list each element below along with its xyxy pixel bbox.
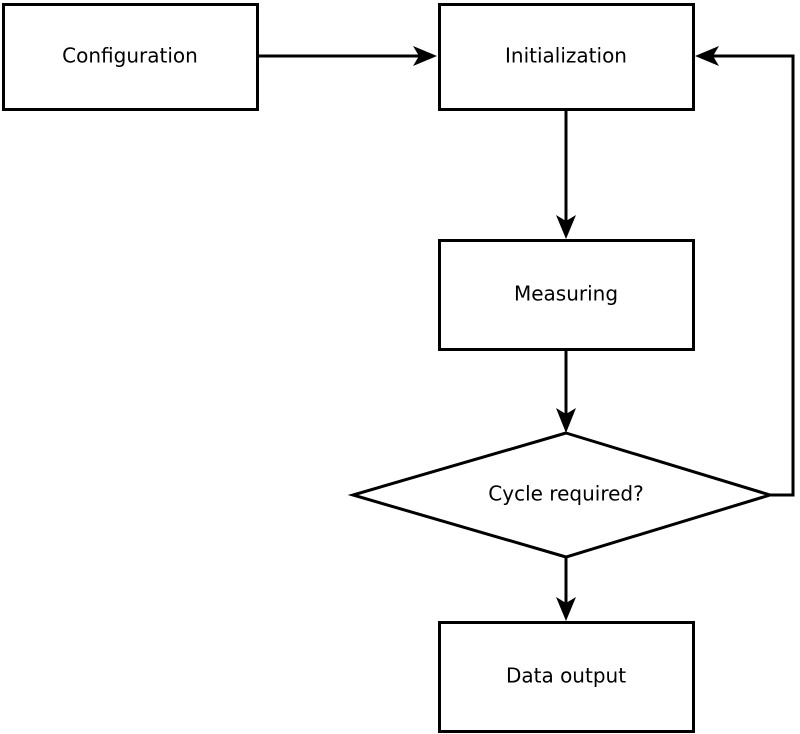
node-measuring[interactable]: Measuring bbox=[438, 239, 695, 351]
node-measuring-shape[interactable] bbox=[438, 239, 695, 351]
node-initialization[interactable]: Initialization bbox=[438, 3, 695, 111]
node-configuration-shape[interactable] bbox=[2, 3, 259, 111]
node-configuration-label: Configuration bbox=[62, 44, 198, 68]
arrowhead-into-data-output-top bbox=[556, 597, 576, 621]
arrowhead-into-initialization-right bbox=[695, 46, 719, 66]
node-configuration[interactable]: Configuration bbox=[2, 3, 259, 111]
node-initialization-shape[interactable] bbox=[438, 3, 695, 111]
node-data-output-shape[interactable] bbox=[438, 621, 695, 733]
node-cycle-required-shape[interactable] bbox=[347, 431, 776, 559]
node-data-output[interactable]: Data output bbox=[438, 621, 695, 733]
node-data-output-label: Data output bbox=[506, 664, 626, 688]
edge-configuration-to-initialization bbox=[258, 46, 437, 66]
edge-initialization-to-measuring bbox=[556, 110, 576, 239]
edge-cycle-required-to-initialization bbox=[695, 46, 795, 497]
edge-line-feedback-loop bbox=[705, 54, 795, 497]
edge-measuring-to-cycle-required bbox=[556, 350, 576, 433]
arrowhead-into-measuring-top bbox=[556, 215, 576, 239]
arrowhead-into-initialization-left bbox=[413, 46, 437, 66]
edge-cycle-required-to-data-output bbox=[556, 557, 576, 621]
node-cycle-required-label: Cycle required? bbox=[488, 482, 643, 506]
node-initialization-label: Initialization bbox=[505, 44, 627, 68]
node-measuring-label: Measuring bbox=[514, 282, 618, 306]
node-cycle-required[interactable]: Cycle required? bbox=[347, 431, 776, 559]
arrowhead-into-cycle-required-top bbox=[556, 408, 576, 433]
